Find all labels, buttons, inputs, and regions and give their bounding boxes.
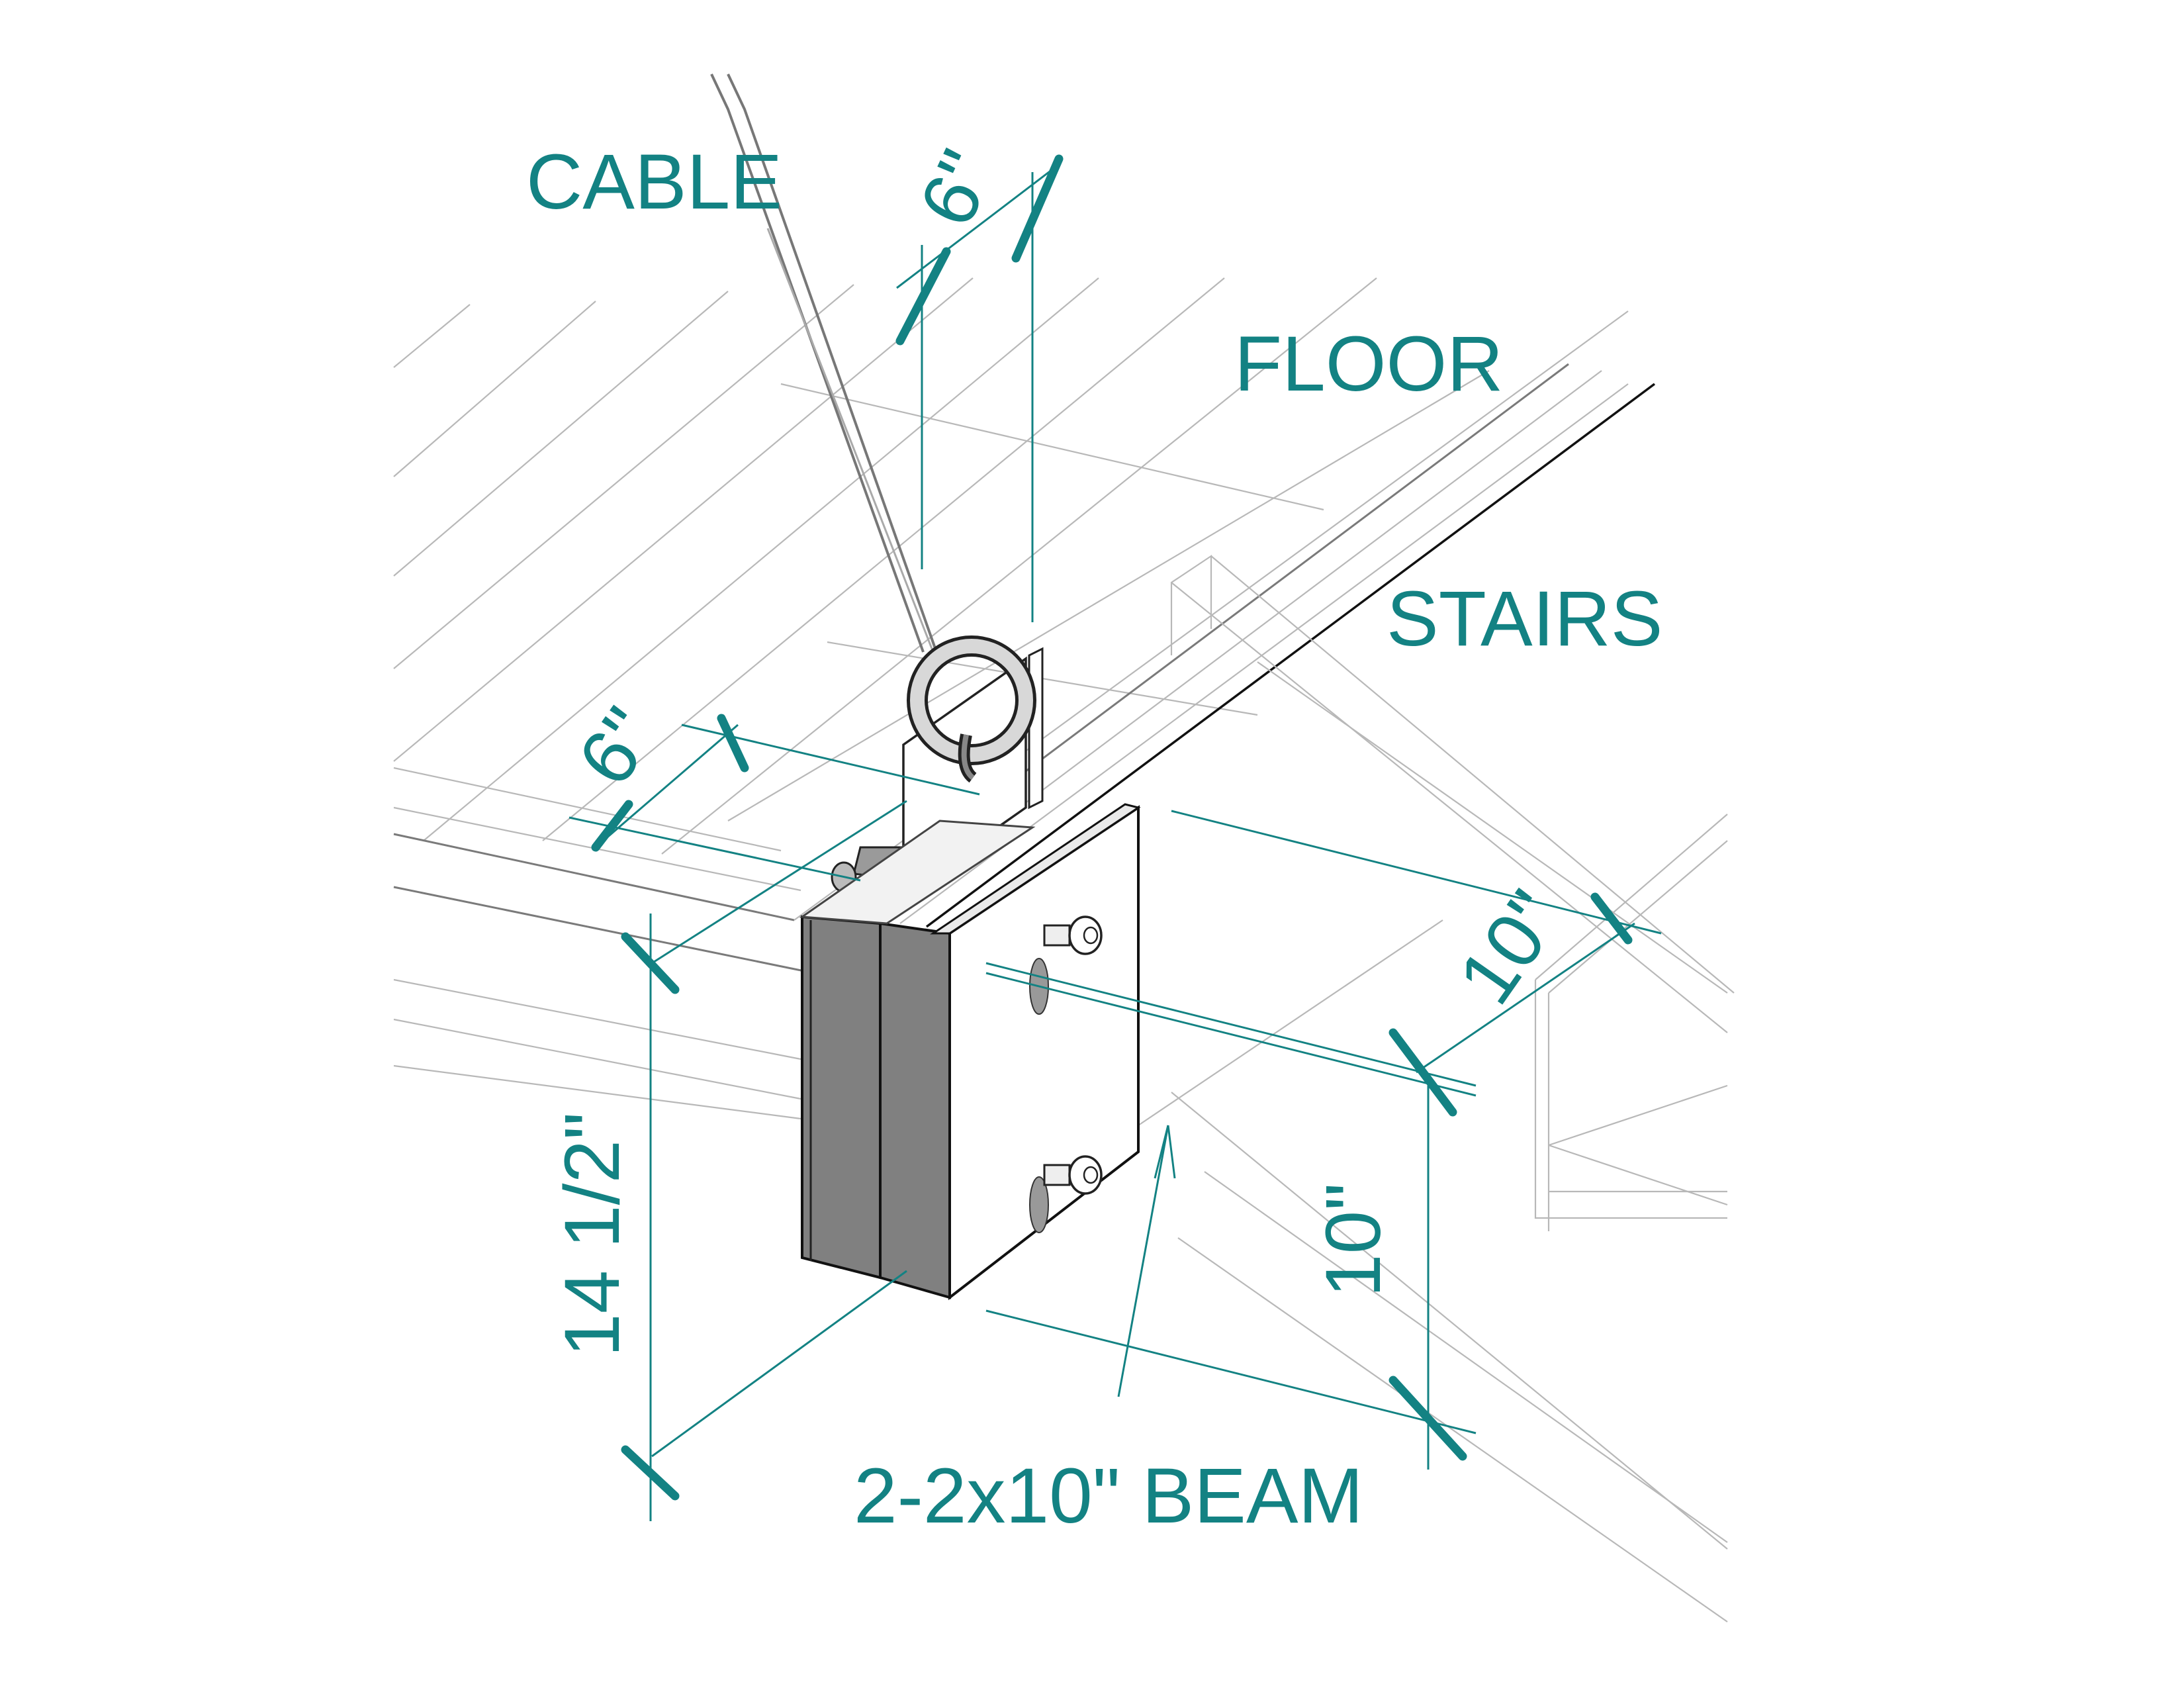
- double-2x10-beam: [799, 820, 1036, 1299]
- beam-label: 2-2x10" BEAM: [854, 1452, 1363, 1540]
- cable: [710, 73, 938, 653]
- cable-ring: [907, 635, 1036, 783]
- bolt-lower: [1029, 1155, 1103, 1233]
- dim-label-plate-width: 6": [561, 692, 674, 801]
- dim-ring-width: [895, 154, 1064, 622]
- dim-plate-height: [985, 1086, 1477, 1470]
- dim-beam-width: [985, 810, 1662, 1117]
- dim-overall-height: [621, 800, 907, 1521]
- stair-outline: [1170, 554, 1735, 1622]
- cable-label: CABLE: [526, 138, 782, 226]
- stairs-label: STAIRS: [1387, 575, 1662, 663]
- floor-slab-edge: [393, 767, 815, 1120]
- dim-plate-width: [569, 714, 980, 882]
- floor-label: FLOOR: [1234, 320, 1504, 408]
- beam-leader: [1117, 1125, 1176, 1397]
- dim-label-plate-height: 10": [1310, 1183, 1397, 1297]
- dim-label-ring-width: 6": [903, 138, 1012, 239]
- dim-label-overall-height: 14 1/2": [549, 1112, 636, 1357]
- dim-label-beam-width: 10": [1441, 875, 1578, 1019]
- floor-hatching: [393, 277, 1490, 855]
